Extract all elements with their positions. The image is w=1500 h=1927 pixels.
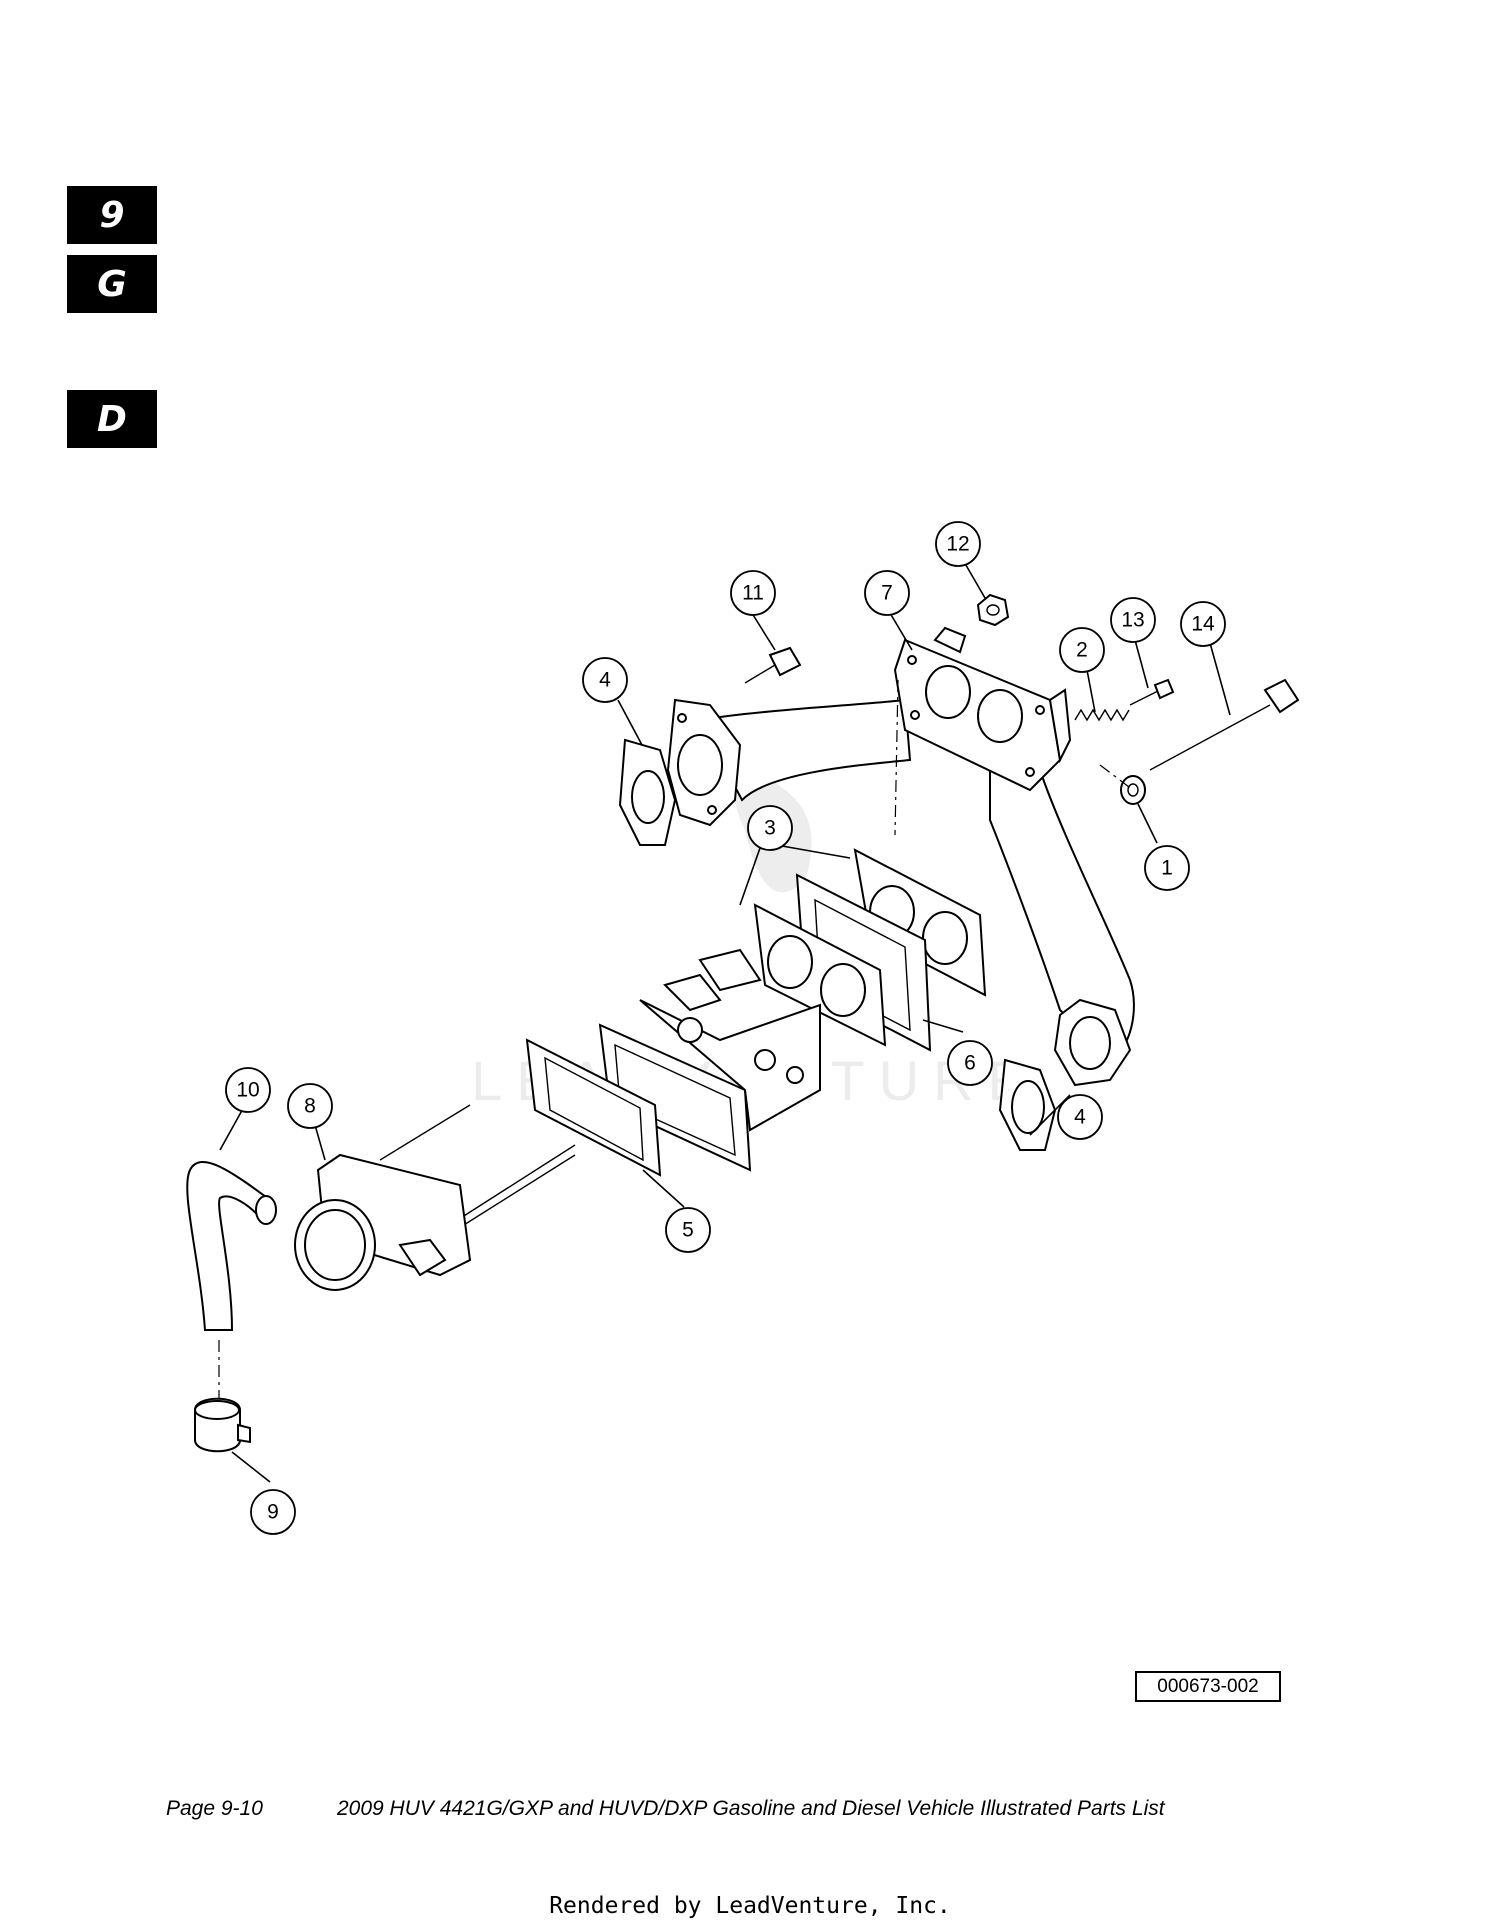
callout-4-upper: 4: [582, 657, 628, 703]
gasket-5: [525, 1038, 662, 1177]
nut-12: [976, 593, 1010, 627]
adapter-8: [294, 1153, 472, 1291]
section-tab-d: D: [67, 390, 157, 448]
gasket-4-lower: [998, 1058, 1057, 1151]
svg-text:4: 4: [1074, 1106, 1086, 1129]
callout-2: 2: [1059, 627, 1105, 673]
callout-9: 9: [250, 1489, 296, 1535]
centerline-bolt-14: [1099, 764, 1134, 791]
exhaust-manifold: [666, 626, 1135, 1087]
bolt-11: [744, 646, 802, 684]
section-tab-g: G: [67, 255, 157, 313]
gasket-3-upper: [853, 848, 987, 997]
callout-1: 1: [1144, 845, 1190, 891]
bolt-14: [1149, 678, 1300, 771]
svg-text:12: 12: [946, 533, 969, 556]
svg-text:14: 14: [1191, 613, 1215, 636]
section-tab-9: 9: [67, 186, 157, 244]
leader-lines: [219, 559, 1231, 1483]
footer-document-title: 2009 HUV 4421G/GXP and HUVD/DXP Gasoline…: [337, 1797, 1165, 1820]
callout-12: 12: [935, 521, 981, 567]
spring-2: [1074, 708, 1130, 722]
screw-13: [1129, 678, 1175, 706]
svg-text:5: 5: [682, 1219, 694, 1242]
svg-text:13: 13: [1121, 609, 1144, 632]
svg-text:2: 2: [1076, 639, 1088, 662]
callout-6: 6: [947, 1040, 993, 1086]
callout-14: 14: [1180, 601, 1226, 647]
svg-text:4: 4: [599, 669, 611, 692]
footer-page-number: Page 9-10: [166, 1797, 263, 1820]
clamp-9: [194, 1397, 251, 1453]
carburetor: [598, 948, 821, 1172]
svg-text:6: 6: [964, 1052, 976, 1075]
svg-text:3: 3: [764, 817, 776, 840]
callout-3: 3: [747, 805, 793, 851]
callout-13: 13: [1110, 597, 1156, 643]
callout-7: 7: [864, 570, 910, 616]
callout-4-lower: 4: [1057, 1094, 1103, 1140]
svg-text:11: 11: [742, 582, 764, 605]
svg-text:10: 10: [236, 1079, 259, 1102]
callout-10: 10: [225, 1067, 271, 1113]
svg-text:8: 8: [304, 1095, 316, 1118]
figure-id-box: 000673-002: [1135, 1671, 1281, 1702]
hose-10: [186, 1160, 277, 1331]
svg-text:1: 1: [1161, 857, 1173, 880]
centerline-manifold: [894, 679, 899, 836]
svg-text:9: 9: [267, 1501, 279, 1524]
gasket-3-lower: [753, 903, 887, 1047]
callout-8: 8: [287, 1083, 333, 1129]
rendered-by-credit: Rendered by LeadVenture, Inc.: [549, 1893, 951, 1919]
gasket-4-upper: [618, 738, 677, 846]
svg-text:7: 7: [881, 582, 893, 605]
callout-5: 5: [665, 1207, 711, 1253]
callout-11: 11: [730, 570, 776, 616]
washer-1: [1120, 775, 1146, 805]
